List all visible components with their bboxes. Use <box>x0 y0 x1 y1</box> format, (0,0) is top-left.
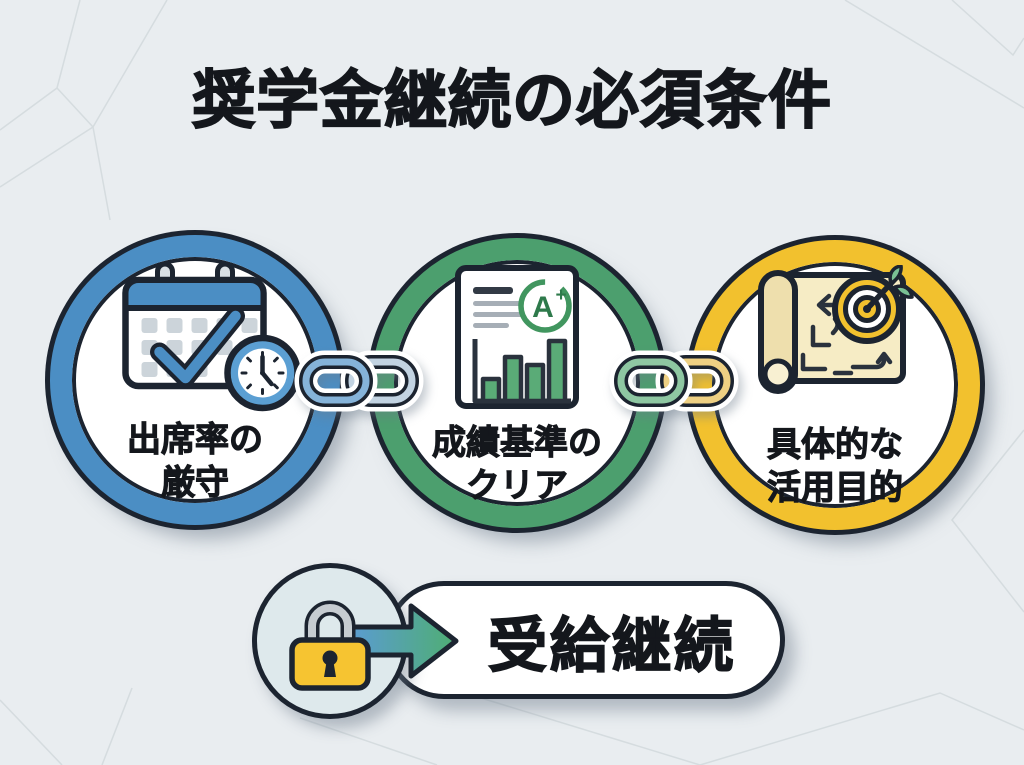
grades-label: 成績基準の クリア <box>367 422 667 507</box>
calendar-check-clock-icon <box>122 261 301 412</box>
grades-label-line2: クリア <box>466 466 569 505</box>
page-title: 奨学金継続の必須条件 <box>191 65 832 137</box>
chain-link-icon <box>609 350 739 412</box>
attendance-label-line2: 厳守 <box>161 463 230 502</box>
padlock-icon <box>289 600 371 691</box>
grade-report-chart-icon: A + <box>455 265 579 409</box>
svg-text:+: + <box>555 285 566 306</box>
map-scroll-target-icon <box>758 265 914 394</box>
result-label: 受給継続 <box>487 612 736 680</box>
grades-label-line1: 成績基準の <box>432 424 603 463</box>
purpose-label-line2: 活用目的 <box>767 468 904 507</box>
chain-link-icon <box>294 350 424 412</box>
condition-node-purpose: 具体的な 活用目的 <box>685 235 985 535</box>
svg-text:A: A <box>532 291 554 324</box>
condition-node-grades: A + 成績基準の クリア <box>367 233 667 533</box>
condition-node-attendance: 出席率の 厳守 <box>45 230 345 530</box>
attendance-label: 出席率の 厳守 <box>45 419 345 504</box>
purpose-label-line1: 具体的な <box>767 426 904 465</box>
attendance-label-line1: 出席率の <box>127 421 264 460</box>
purpose-label: 具体的な 活用目的 <box>685 424 985 509</box>
